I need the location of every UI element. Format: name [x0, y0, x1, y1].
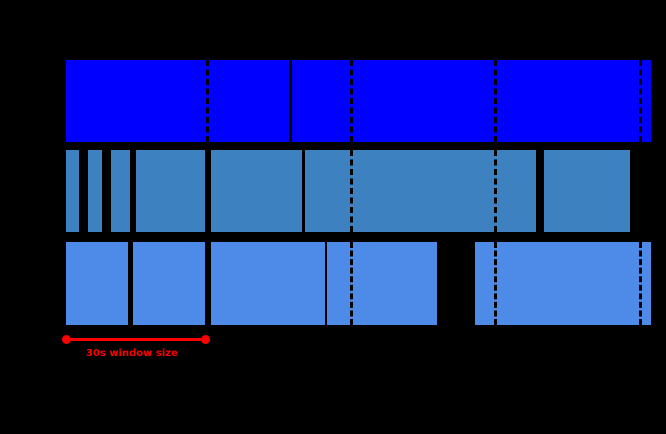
- timeline-bar: [136, 150, 205, 232]
- timeline-bar: [88, 150, 102, 232]
- timeline-bar: [544, 150, 630, 232]
- timeline-bar: [292, 60, 651, 142]
- timeline-bar: [327, 242, 437, 325]
- timeline-bar: [66, 150, 79, 232]
- timeline-bar: [66, 242, 128, 325]
- timeline-bar: [475, 242, 651, 325]
- timeline-bar: [211, 242, 325, 325]
- timeline-bar: [133, 242, 205, 325]
- timeline-bar: [111, 150, 130, 232]
- window-size-annotation-end-cap: [201, 335, 210, 344]
- window-size-annotation-start-cap: [62, 335, 71, 344]
- window-size-annotation-line: [66, 338, 206, 341]
- timeline-bar: [211, 150, 302, 232]
- timeline-bar: [305, 150, 536, 232]
- timeline-bar: [66, 60, 289, 142]
- window-size-annotation-label: 30s window size: [86, 348, 178, 359]
